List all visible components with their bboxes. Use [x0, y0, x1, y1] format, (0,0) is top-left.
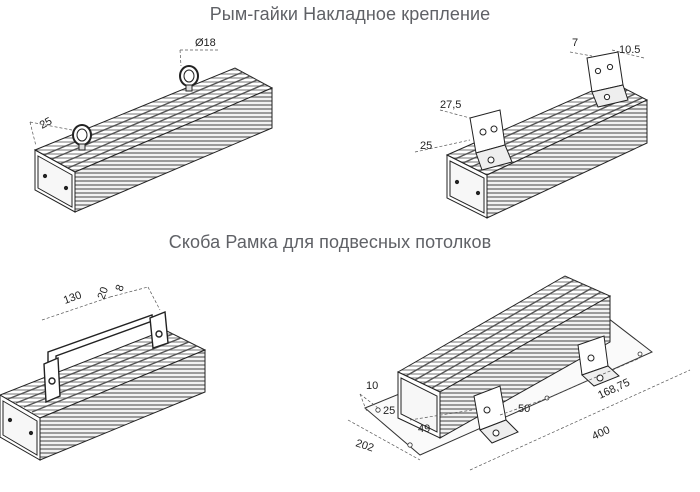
dim-overlay-top-width: 7: [572, 37, 578, 49]
dim-frame-width: 202: [354, 437, 375, 454]
fixture-overlay-mount: 7 10.5 27,5 25: [414, 37, 649, 219]
heading-eyebolt-overlay: Рым-гайки Накладное крепление: [209, 4, 491, 24]
dim-bracket-width: 130: [62, 289, 83, 307]
frame-bracket-front: [473, 385, 519, 444]
eyebolt-front: [72, 124, 92, 151]
dim-overlay-side: 25: [420, 140, 432, 152]
dim-bracket-offset: 20: [96, 285, 111, 301]
fixture-eyebolt: Ø18 25: [29, 37, 274, 213]
dim-eyebolt-height: 25: [38, 115, 54, 131]
dim-overlay-top-hole: 10.5: [619, 44, 640, 56]
heading-bracket-frame: Скоба Рамка для подвесных потолков: [168, 232, 492, 252]
fixture-frame-plate: 10 25 202 49 50 168,75 400: [347, 275, 691, 471]
u-bracket: [43, 311, 169, 404]
dim-bracket-hole: 8: [114, 283, 127, 293]
eyebolt-rear: [179, 65, 199, 92]
fixture-u-bracket: 130 20 8: [0, 283, 207, 461]
dim-frame-pad: 50: [518, 403, 530, 415]
dim-frame-length: 400: [590, 424, 612, 443]
dim-eyebolt-diameter: Ø18: [195, 37, 216, 49]
overlay-bracket-front: [469, 109, 513, 171]
overlay-bracket-rear: [586, 51, 629, 108]
dim-frame-inset: 25: [383, 405, 395, 417]
dim-frame-edge: 10: [366, 380, 378, 392]
dim-frame-middle: 49: [418, 423, 430, 435]
dim-overlay-bracket: 27,5: [440, 99, 461, 111]
